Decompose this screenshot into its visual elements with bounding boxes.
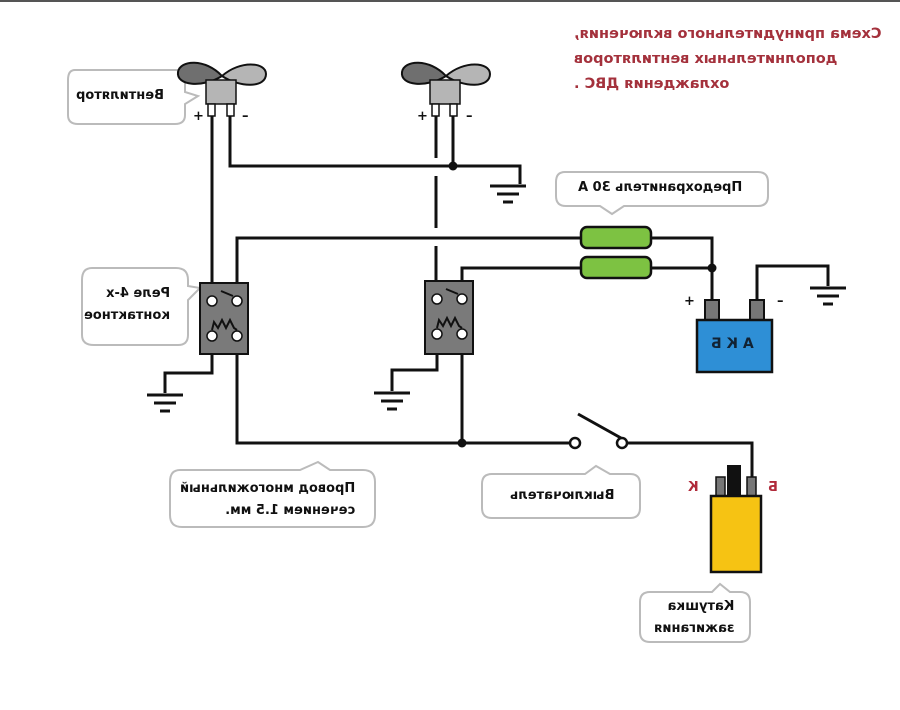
ground-symbol — [145, 393, 185, 413]
title-line: охлаждения ДВС . — [574, 76, 730, 92]
junction-dot — [457, 438, 467, 448]
ground-symbol — [372, 391, 412, 411]
switch-contact — [568, 436, 582, 450]
relay-label-line: Реле 4-х — [106, 286, 171, 301]
ground-symbol — [488, 184, 528, 204]
fuse-callout-bubble — [555, 171, 769, 216]
relay-callout-bubble — [81, 267, 203, 346]
coil-label-line: Катушка — [667, 599, 735, 614]
fan-1-plus: + — [193, 109, 204, 124]
fan-2-minus: – — [466, 109, 473, 124]
fan-2-icon — [401, 61, 492, 117]
wires — [163, 115, 830, 482]
wire-label-line: сечением 1.5 мм. — [225, 503, 356, 518]
battery-minus: – — [777, 294, 784, 309]
fan-1-minus: – — [242, 109, 249, 124]
wire-label: Провод многожильный сечением 1.5 мм. — [180, 478, 355, 522]
fan-label: Вентилятор — [76, 88, 164, 103]
title-line: Схема принудительного включения, — [574, 26, 882, 42]
switch-label: Выключатель — [510, 488, 615, 503]
diagram-title: Схема принудительного включения, дополни… — [574, 22, 882, 97]
switch-contact — [615, 436, 629, 450]
ground-symbol — [808, 286, 848, 306]
fan-2-plus: + — [417, 109, 428, 124]
coil-label-line: зажигания — [654, 621, 735, 636]
coil-callout-bubble — [639, 582, 751, 643]
ignition-coil-icon — [709, 465, 763, 574]
fuse-1 — [579, 225, 653, 250]
junction-dot — [448, 161, 458, 171]
wire-callout-bubble — [169, 460, 376, 528]
battery-icon — [695, 299, 774, 374]
junction-dot — [707, 263, 717, 273]
relay-label: Реле 4-х контактное — [84, 283, 170, 327]
relay-2-icon — [424, 280, 474, 355]
coil-terminal-k: К — [688, 480, 699, 495]
relay-1-icon — [199, 282, 249, 355]
title-line: дополнительных вентиляторов — [574, 51, 838, 67]
battery-label: А К Б — [711, 336, 754, 352]
fuse-2 — [579, 255, 653, 280]
switch-callout-bubble — [481, 464, 641, 519]
fuse-label: Предохранитель 30 А — [578, 180, 743, 195]
top-border — [0, 0, 900, 2]
coil-label: Катушка зажигания — [654, 596, 734, 640]
fan-1-icon — [177, 61, 268, 117]
battery-plus: + — [684, 294, 695, 309]
relay-label-line: контактное — [84, 308, 171, 323]
wire-label-line: Провод многожильный — [180, 481, 356, 496]
coil-terminal-b: Б — [768, 480, 778, 495]
